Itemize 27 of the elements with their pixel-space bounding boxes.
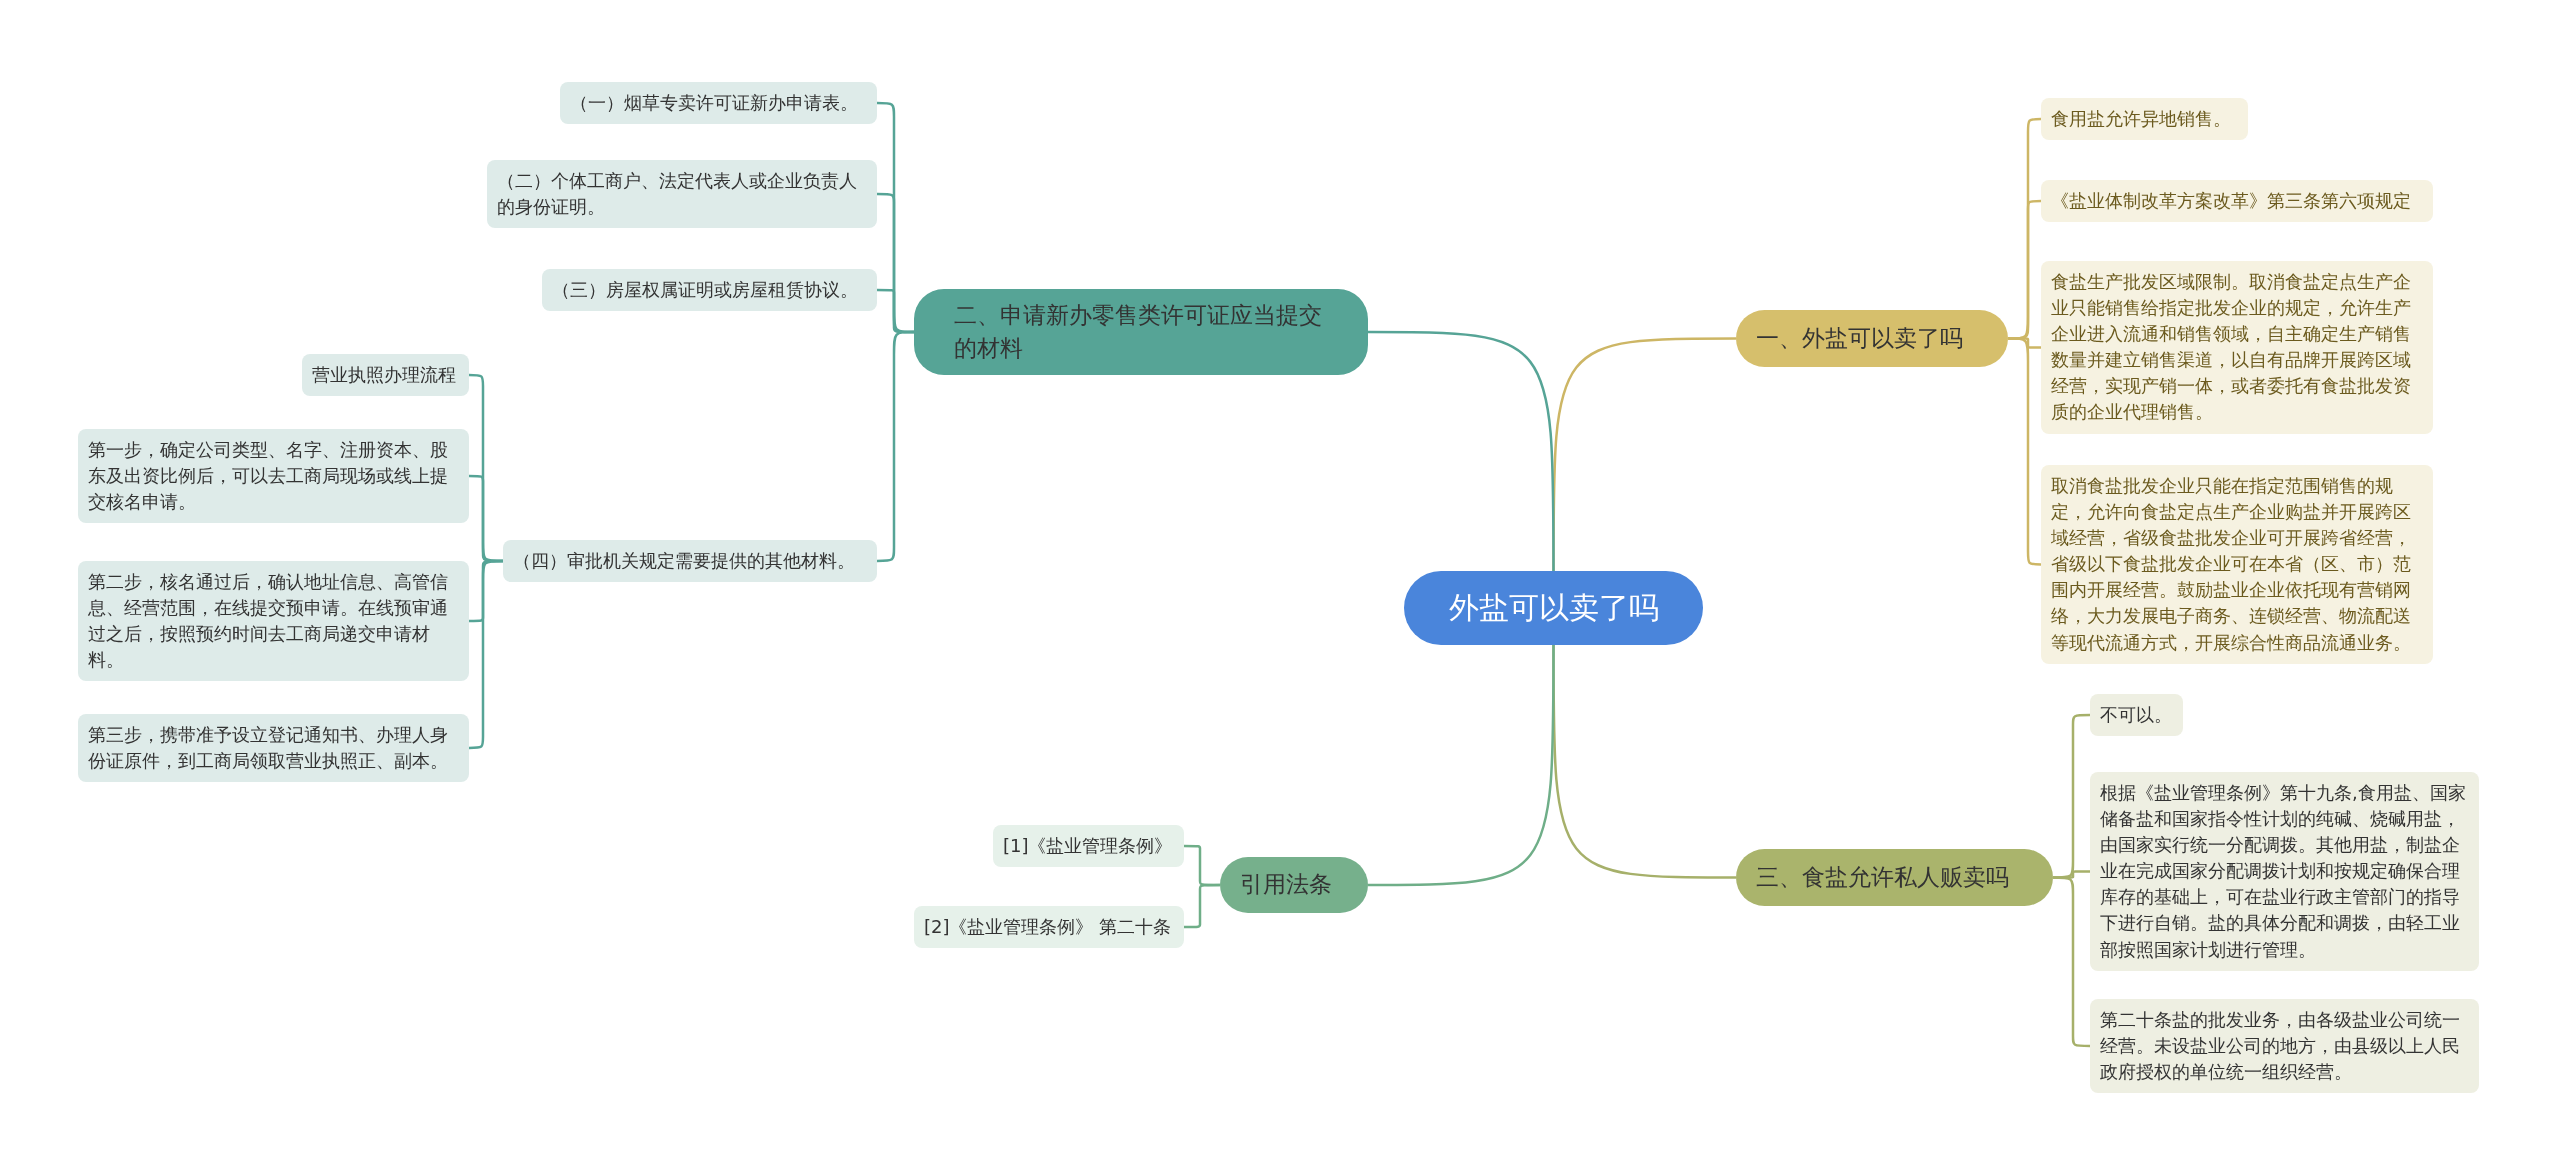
connector-line	[1368, 645, 1555, 887]
note-box: （二）个体工商户、法定代表人或企业负责人的身份证明。	[487, 160, 877, 229]
note-box: 食用盐允许异地销售。	[2041, 98, 2248, 141]
connector-line	[1368, 330, 1555, 571]
note-box: 第三步，携带准予设立登记通知书、办理人身份证原件，到工商局领取营业执照正、副本。	[78, 714, 469, 783]
note-box: 食盐生产批发区域限制。取消食盐定点生产企业只能销售给指定批发企业的规定，允许生产企业进入流通和销售领域，自主确定生产销售数量并建立销售渠道，以自有品牌开展跨区域经营，实现产销一体，或者委托有食盐批发资质的企业代理销售。	[2041, 261, 2433, 434]
connector-line	[2053, 876, 2090, 1048]
note-box: 营业执照办理流程	[302, 354, 469, 397]
note-box: （三）房屋权属证明或房屋租赁协议。	[542, 269, 877, 312]
note-box: 第一步，确定公司类型、名字、注册资本、股东及出资比例后，可以去工商局现场或线上提交核名申请。	[78, 429, 469, 524]
connector-line	[1184, 883, 1220, 929]
note-box: 不可以。	[2090, 694, 2183, 737]
topic-box: 三、食盐允许私人贩卖吗	[1736, 849, 2053, 906]
topic-box: 一、外盐可以卖了吗	[1736, 310, 2008, 367]
central-topic: 外盐可以卖了吗	[1404, 571, 1703, 645]
note-box: [2]《盐业管理条例》 第二十条	[914, 906, 1184, 949]
note-box: [1]《盐业管理条例》	[993, 825, 1184, 868]
note-box: 第二步，核名通过后，确认地址信息、高管信息、经营范围，在线提交预申请。在线预审通过之后，按照预约时间去工商局递交申请材料。	[78, 561, 469, 682]
topic-box: 二、申请新办零售类许可证应当提交的材料	[914, 289, 1368, 375]
note-box: 《盐业体制改革方案改革》第三条第六项规定	[2041, 180, 2433, 223]
note-box: （四）审批机关规定需要提供的其他材料。	[503, 540, 877, 583]
connector-line	[877, 330, 914, 563]
note-box: 第二十条盐的批发业务，由各级盐业公司统一经营。未设盐业公司的地方，由县级以上人民政府授权的单位统一组织经营。	[2090, 999, 2479, 1094]
topic-box: 引用法条	[1220, 857, 1368, 913]
note-box: 根据《盐业管理条例》第十九条,食用盐、国家储备盐和国家指令性计划的纯碱、烧碱用盐，由国家实行统一分配调拨。其他用盐，制盐企业在完成国家分配调拨计划和按规定确保合理库存的基础上，可在盐业行政主管部门的指导下进行自销。盐的具体分配和调拨，由轻工业部按照国家计划进行管理。	[2090, 772, 2479, 971]
note-box: （一）烟草专卖许可证新办申请表。	[560, 82, 877, 125]
note-box: 取消食盐批发企业只能在指定范围销售的规定，允许向食盐定点生产企业购盐并开展跨区域经营，省级食盐批发企业可开展跨省经营，省级以下食盐批发企业可在本省（区、市）范围内开展经营。鼓励盐业企业依托现有营销网络，大力发展电子商务、连锁经营、物流配送等现代流通方式，开展综合性商品流通业务。	[2041, 465, 2433, 664]
